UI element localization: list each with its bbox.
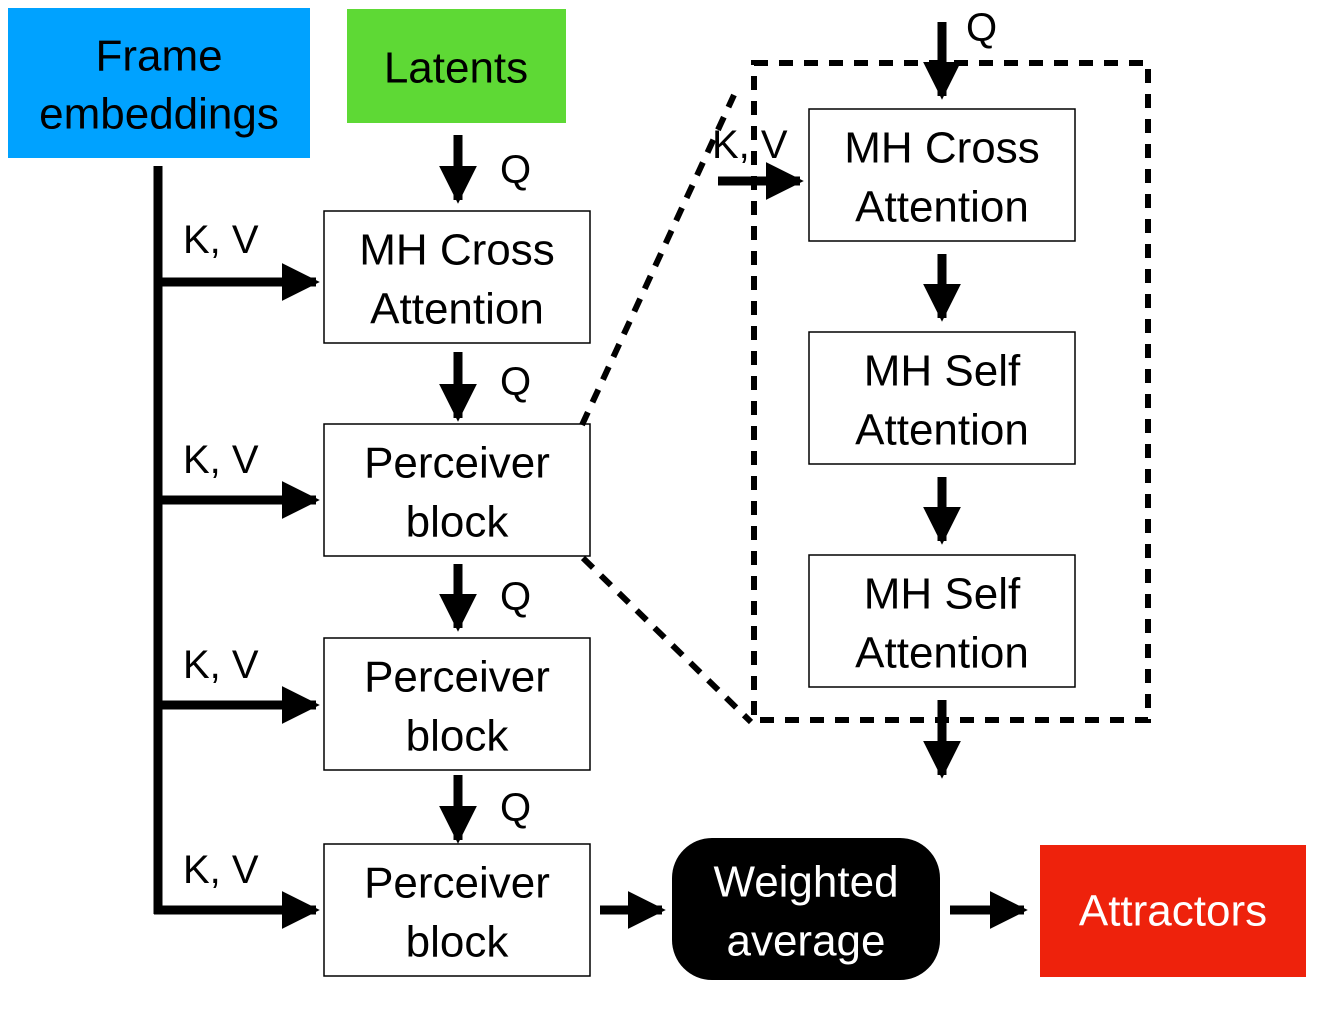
perceiver-block-3: Perceiver block: [323, 843, 591, 977]
cross-attention-line-1: MH Cross: [359, 226, 555, 275]
cross-attention-node: MH Cross Attention: [323, 210, 591, 344]
detail-self-attention-1-line-1: MH Self: [864, 347, 1021, 396]
cross-attention-box: [323, 210, 591, 344]
detail-cross-attention-box: [808, 108, 1076, 242]
frame-embeddings-line-2: embeddings: [39, 90, 279, 139]
attractors-label: Attractors: [1079, 887, 1267, 936]
perceiver-block-2-box: [323, 637, 591, 771]
detail-self-attention-2-box: [808, 554, 1076, 688]
q-label-1: Q: [500, 148, 531, 192]
attractors-node: Attractors: [1040, 845, 1306, 977]
kv-label-4: K, V: [183, 848, 259, 892]
kv-label-2: K, V: [183, 438, 259, 482]
detail-self-attention-1-node: MH Self Attention: [808, 331, 1076, 465]
weighted-average-box: [672, 838, 940, 980]
detail-self-attention-2-line-2: Attention: [855, 629, 1029, 678]
detail-cross-attention-line-1: MH Cross: [844, 124, 1040, 173]
detail-q-label: Q: [966, 6, 997, 50]
detail-self-attention-2-line-1: MH Self: [864, 570, 1021, 619]
zoom-connector-bottom: [580, 555, 754, 725]
kv-label-1: K, V: [183, 218, 259, 262]
frame-embeddings-line-1: Frame: [95, 32, 222, 81]
perceiver-block-2: Perceiver block: [323, 637, 591, 771]
q-label-4: Q: [500, 786, 531, 830]
latents-box: [347, 9, 566, 123]
perceiver-block-2-line-1: Perceiver: [364, 653, 550, 702]
perceiver-block-1: Perceiver block: [323, 423, 591, 557]
latents-node: Latents: [347, 9, 566, 123]
perceiver-block-3-line-1: Perceiver: [364, 859, 550, 908]
latents-label: Latents: [384, 44, 528, 93]
perceiver-block-1-line-2: block: [406, 498, 510, 547]
cross-attention-line-2: Attention: [370, 285, 544, 334]
detail-self-attention-1-box: [808, 331, 1076, 465]
q-label-3: Q: [500, 575, 531, 619]
zoom-connector-top: [579, 93, 737, 427]
detail-self-attention-1-line-2: Attention: [855, 406, 1029, 455]
attractors-box: [1040, 845, 1306, 977]
weighted-average-line-2: average: [726, 917, 885, 966]
perceiver-block-1-line-1: Perceiver: [364, 439, 550, 488]
weighted-average-node: Weighted average: [672, 838, 940, 980]
perceiver-block-2-line-2: block: [406, 712, 510, 761]
perceiver-block-3-line-2: block: [406, 918, 510, 967]
detail-self-attention-2-node: MH Self Attention: [808, 554, 1076, 688]
kv-label-3: K, V: [183, 643, 259, 687]
frame-embeddings-box: [8, 8, 310, 158]
q-label-2: Q: [500, 360, 531, 404]
weighted-average-line-1: Weighted: [713, 858, 898, 907]
detail-cross-attention-node: MH Cross Attention: [808, 108, 1076, 242]
frame-embeddings-node: Frame embeddings: [8, 8, 310, 158]
perceiver-block-1-box: [323, 423, 591, 557]
detail-kv-label: K, V: [712, 123, 788, 167]
perceiver-block-3-box: [323, 843, 591, 977]
detail-cross-attention-line-2: Attention: [855, 183, 1029, 232]
